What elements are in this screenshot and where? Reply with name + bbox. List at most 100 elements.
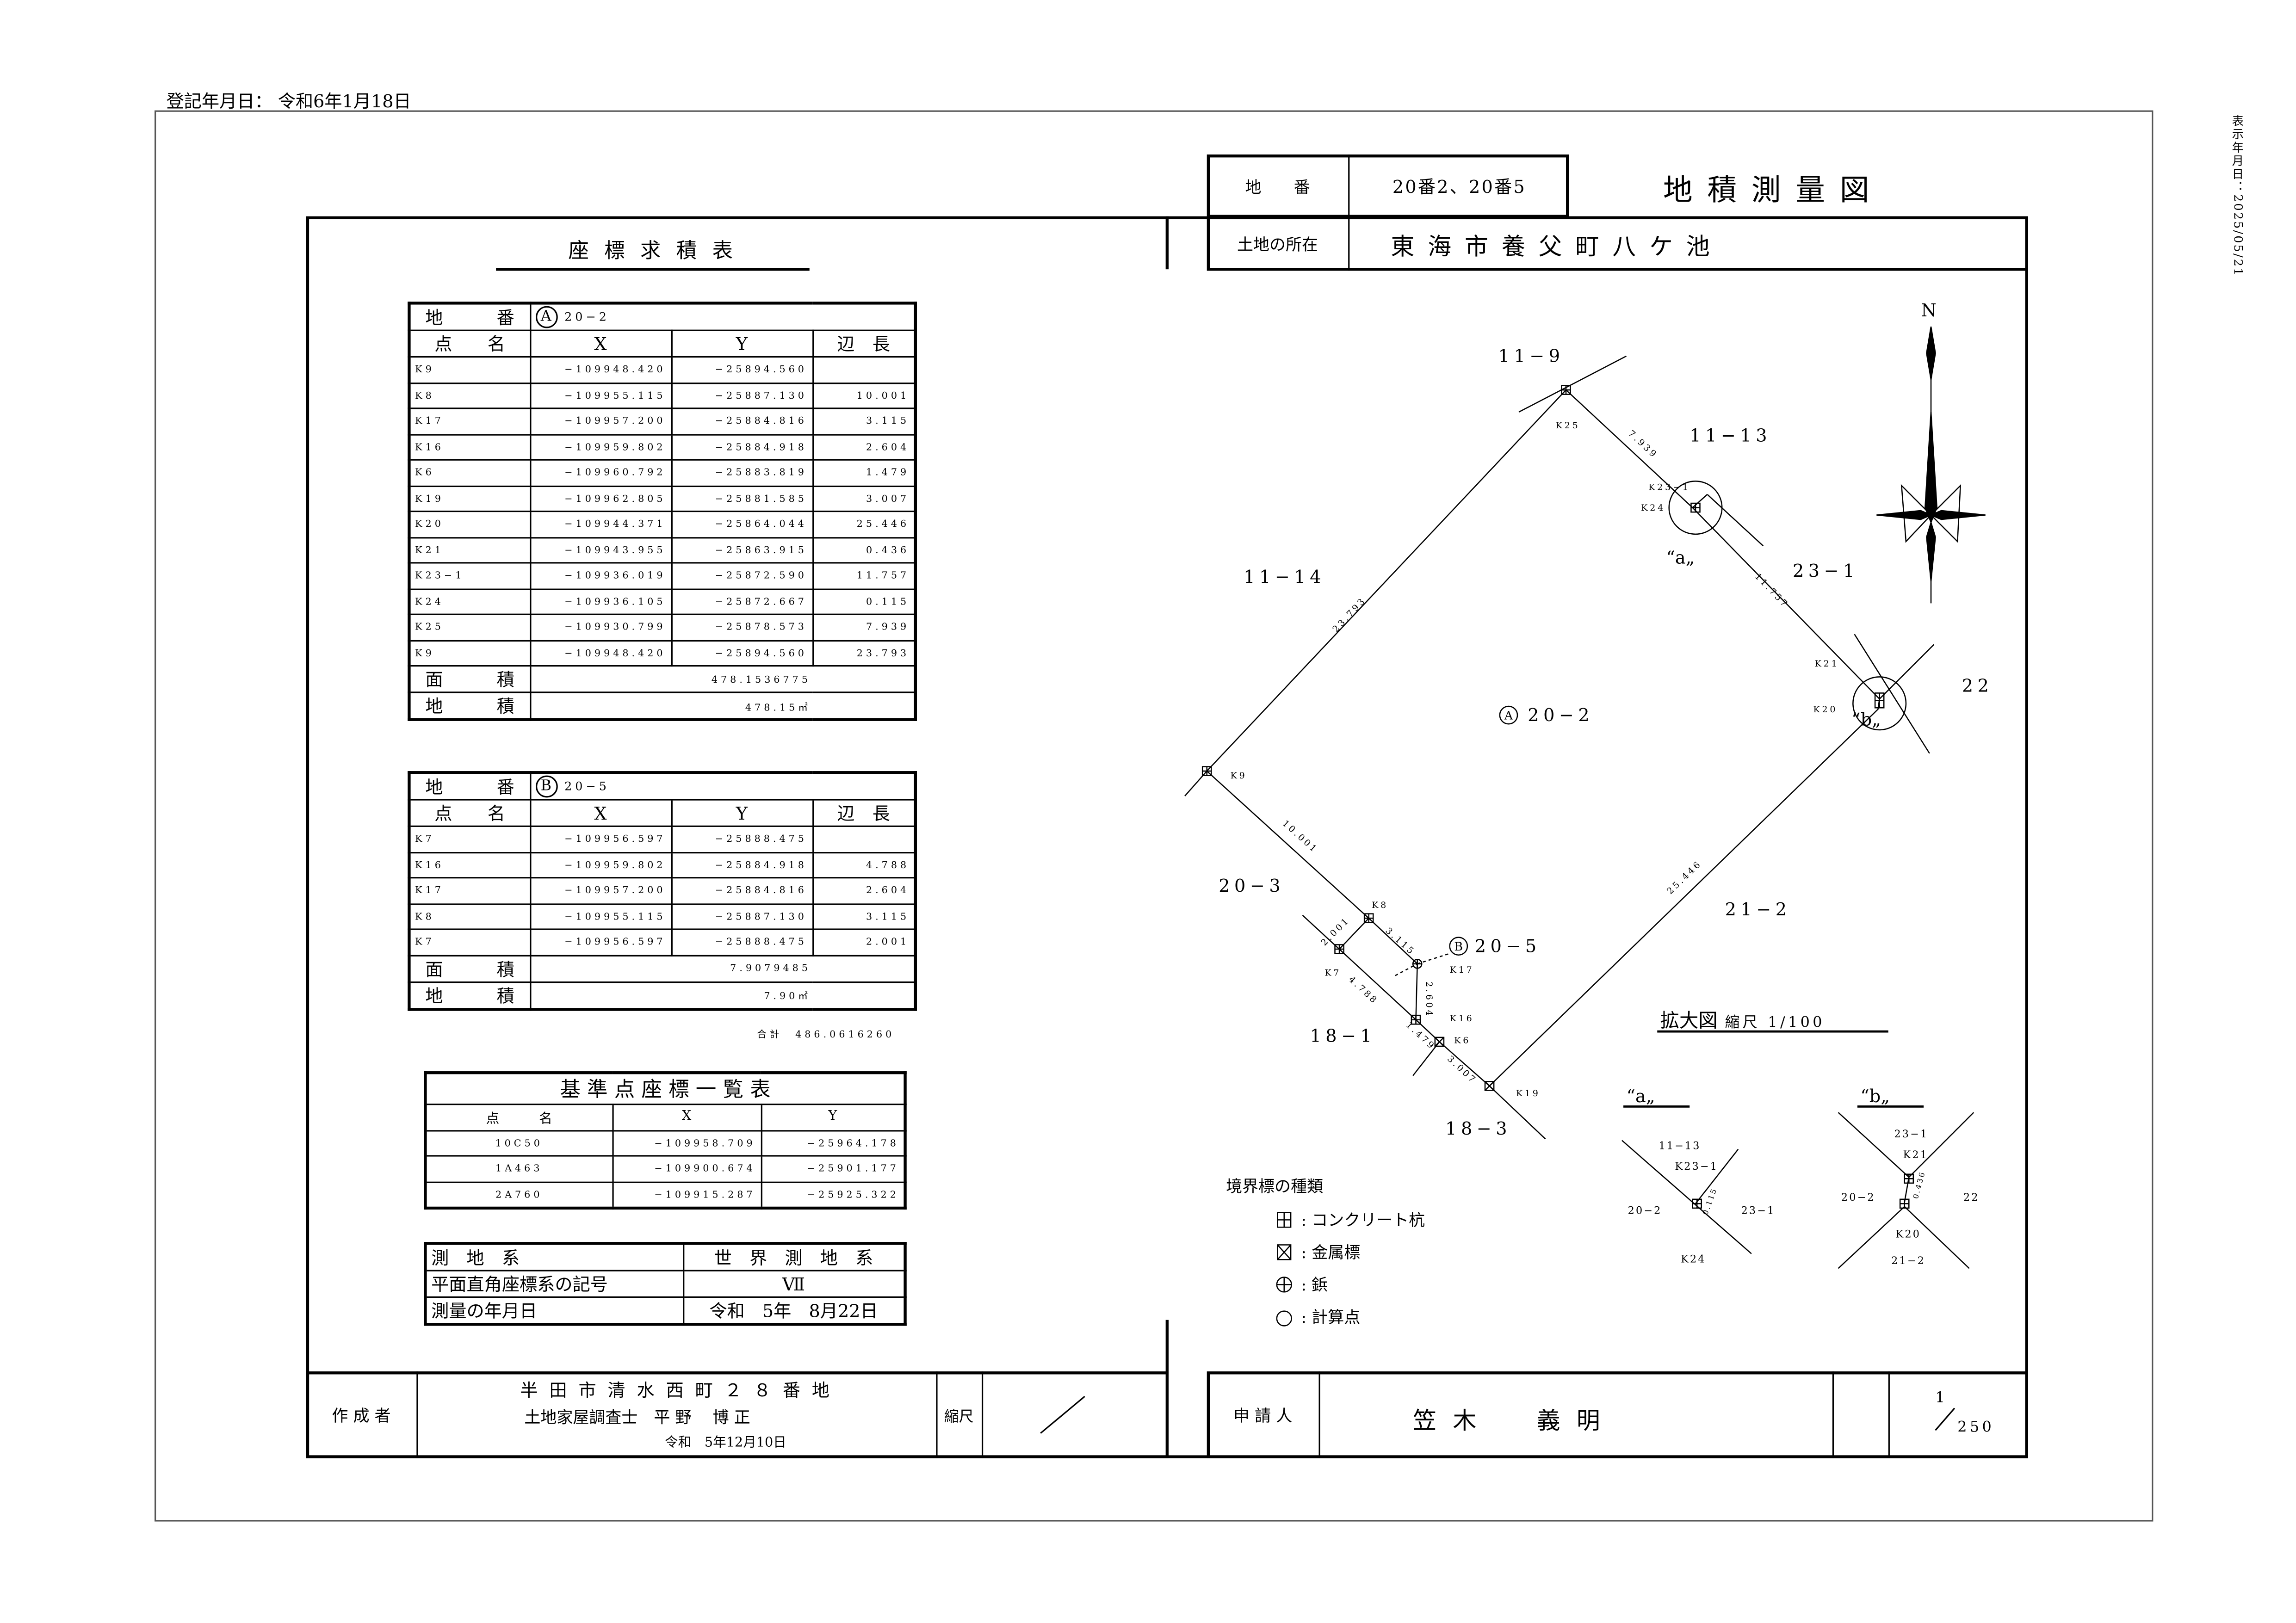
scale-label: 縮尺: [944, 1409, 974, 1426]
column-header: 辺 長: [811, 799, 916, 827]
table-cell: K8: [408, 902, 531, 930]
table-cell: −25894.560: [670, 639, 813, 667]
label-char: 積: [496, 696, 514, 717]
legend-item: : 計算点: [1301, 1308, 1360, 1327]
table-cell: 7.939: [811, 613, 916, 641]
concrete-marker-icon: [1201, 766, 1212, 776]
table-cell: 3.007: [811, 485, 916, 512]
chiban-label: 地 番: [1207, 154, 1350, 218]
column-header: X: [529, 329, 672, 358]
table-row: 測 地 系世 界 測 地 系: [424, 1242, 906, 1271]
column-header: Y: [670, 329, 813, 358]
scale-numerator: 1: [1935, 1390, 1945, 1407]
land-area-value: 478.15㎡: [529, 691, 916, 721]
row-label: 測 地 系: [424, 1242, 684, 1271]
enlarged-scale: 縮尺 1/100: [1725, 1013, 1825, 1031]
enlarged-title: 拡大図: [1660, 1010, 1718, 1032]
display-date: 表示年月日：2025/05/21: [2231, 115, 2245, 277]
point-label: K20: [1813, 704, 1838, 715]
distance-label: 7.939: [1626, 428, 1659, 461]
table-cell: K6: [408, 459, 531, 487]
author-block: [306, 1371, 1169, 1458]
table-cell: −109930.799: [529, 613, 672, 641]
boundary-line: [1339, 918, 1369, 950]
column-header: Y: [760, 1104, 906, 1131]
table-cell: 25.446: [811, 510, 916, 538]
table-cell: K7: [408, 825, 531, 853]
column-header: Y: [670, 799, 813, 827]
parcel-number: 20−2: [564, 310, 610, 324]
boundary-line: [1489, 1085, 1546, 1140]
scale-slash-icon: [1040, 1395, 1085, 1434]
enlarged-label: K23−1: [1675, 1160, 1718, 1173]
table-cell: −109960.792: [529, 459, 672, 487]
author-address: 半 田 市 清 水 西 町 ２ ８ 番 地: [520, 1380, 833, 1401]
registration-date: 登記年月日： 令和6年1月18日: [166, 91, 411, 112]
table-cell: −25878.573: [670, 613, 813, 641]
chiban-value: 20番2、20番5: [1392, 176, 1526, 197]
table-cell: −25964.178: [760, 1129, 906, 1157]
table-cell: −109958.709: [611, 1129, 762, 1157]
column-header: 点 名: [424, 1104, 613, 1131]
table-cell: 0.436: [811, 536, 916, 564]
table-cell: −25888.475: [670, 825, 813, 853]
boundary-line: [1518, 355, 1627, 413]
table-cell: −25872.667: [670, 588, 813, 615]
boundary-line: [1854, 634, 1930, 754]
table-cell: −109959.802: [529, 851, 672, 879]
rivet-marker-icon: [1412, 959, 1423, 969]
label-char: 地: [425, 985, 443, 1006]
column-header: 辺 長: [811, 329, 916, 358]
enlarged-label: 23−1: [1894, 1128, 1928, 1140]
table-cell: −25863.915: [670, 536, 813, 564]
point-label: K19: [1516, 1088, 1541, 1098]
parcel-label: 11−14: [1244, 567, 1325, 587]
column-header: 点 名: [408, 329, 531, 358]
distance-label: 11.757: [1753, 571, 1791, 610]
area-value: 478.1536775: [529, 665, 916, 693]
label-char: 地: [425, 307, 443, 328]
parcel-number: 20−5: [564, 780, 610, 793]
table-cell: K23−1: [408, 562, 531, 590]
table-cell: −25887.130: [670, 382, 813, 409]
table-row: 2A760−109915.287−25925.322: [424, 1181, 906, 1208]
table-cell: −25883.819: [670, 459, 813, 487]
author-name: 土地家屋調査士 平 野 博 正: [524, 1408, 750, 1427]
calculation-point-icon: [1276, 1310, 1292, 1327]
row-value: 世 界 測 地 系: [682, 1242, 906, 1271]
table-cell: K16: [408, 433, 531, 461]
parcel-label-20-2: 20−2: [1528, 705, 1594, 726]
scale-denominator: 250: [1957, 1420, 1995, 1437]
legend-item: : 鋲: [1301, 1276, 1328, 1295]
distance-label: 2.001: [1319, 915, 1352, 948]
table-cell: −25901.177: [760, 1155, 906, 1183]
table-cell: −109956.597: [529, 928, 672, 956]
table-cell: −25894.560: [670, 356, 813, 383]
table-cell: [811, 356, 916, 383]
enlarged-label: K20: [1896, 1228, 1921, 1240]
label-char: 面: [425, 958, 443, 980]
table-cell: K16: [408, 851, 531, 879]
point-label: K21: [1815, 659, 1839, 669]
table-cell: −109944.371: [529, 510, 672, 538]
enlarged-label: K21: [1903, 1149, 1928, 1161]
table-cell: 3.115: [811, 407, 916, 435]
table-cell: −109959.802: [529, 433, 672, 461]
distance-label: 3.115: [1383, 926, 1417, 957]
enlarged-label: 20−2: [1841, 1191, 1875, 1203]
callout-b-label: “b„: [1851, 710, 1881, 730]
point-label: K7: [1324, 968, 1341, 978]
concrete-marker-icon: [1277, 1212, 1292, 1228]
label-char: 積: [496, 669, 514, 691]
distance-label: 2.604: [1424, 981, 1434, 1018]
metal-marker-icon: [1434, 1037, 1445, 1047]
